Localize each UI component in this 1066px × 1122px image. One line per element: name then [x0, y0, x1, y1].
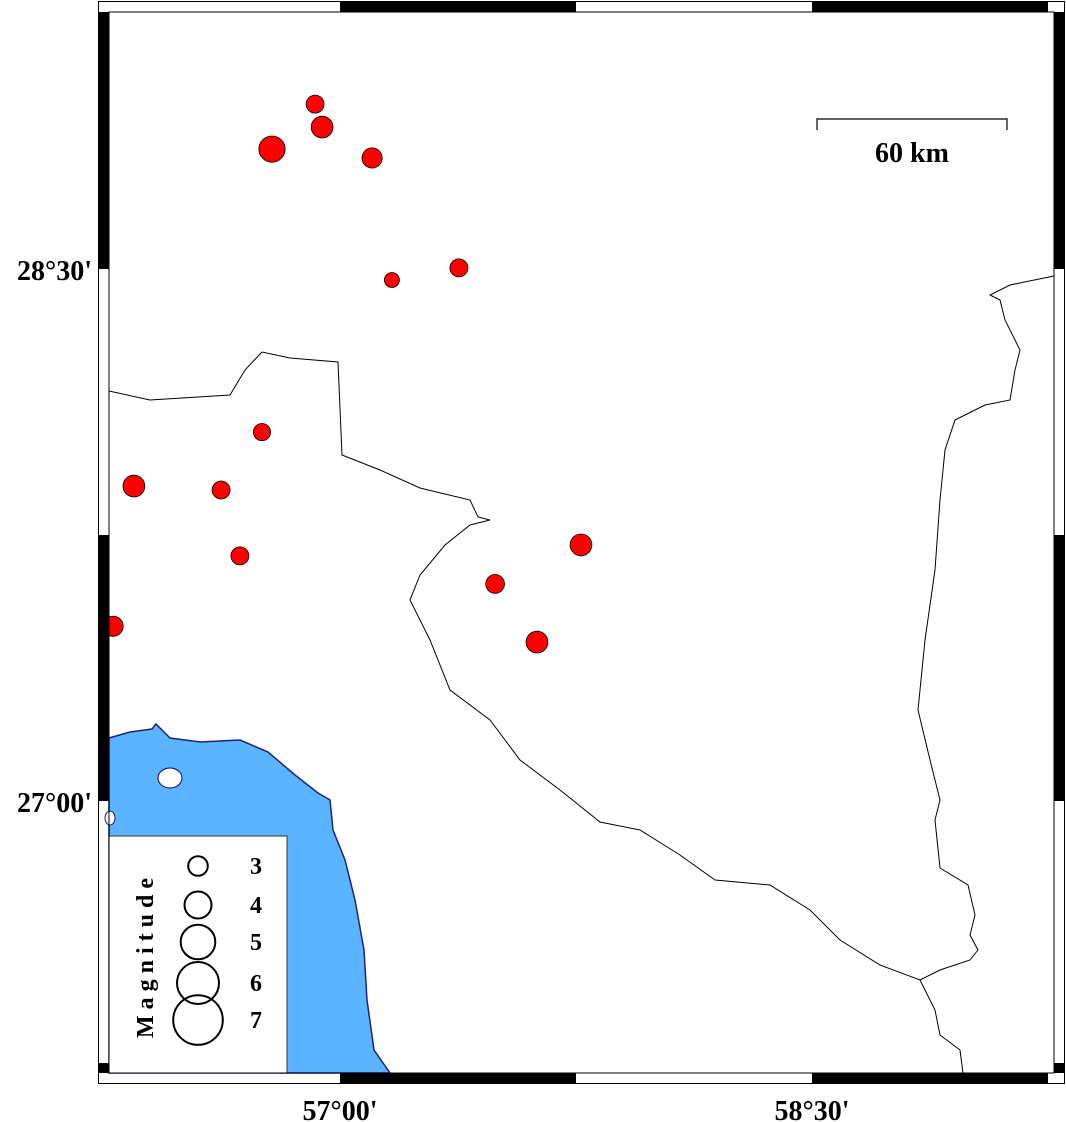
legend-label: 3 — [250, 854, 262, 880]
scale-bar: 60 km — [816, 118, 1008, 169]
earthquake-event — [211, 480, 231, 500]
earthquake-event — [361, 147, 383, 169]
lat-label-28-30: 28°30' — [17, 256, 92, 287]
earthquake-event — [122, 474, 146, 498]
lon-label-58-30: 58°30' — [775, 1096, 850, 1122]
legend-circle — [179, 923, 217, 961]
earthquake-event — [383, 272, 400, 288]
earthquake-event — [230, 546, 250, 566]
earthquake-event — [305, 94, 325, 114]
island — [157, 767, 183, 789]
legend-label: 5 — [250, 930, 262, 956]
earthquake-event — [485, 574, 505, 594]
map-frame — [98, 1, 1065, 1084]
province-border — [919, 979, 964, 1074]
earthquake-event — [310, 115, 334, 139]
legend-circle — [187, 855, 209, 877]
lon-label-57-00: 57°00' — [303, 1096, 378, 1122]
earthquake-event — [525, 630, 549, 654]
legend-label: 6 — [250, 971, 262, 997]
legend-title: Magnitude — [133, 872, 159, 1038]
earthquake-event — [449, 258, 469, 278]
legend-label: 4 — [250, 893, 262, 919]
earthquake-event — [258, 135, 286, 163]
earthquake-events — [102, 94, 593, 654]
scale-bar-label: 60 km — [875, 138, 949, 169]
earthquake-event — [252, 423, 271, 442]
legend-circle — [172, 994, 224, 1046]
island — [104, 810, 116, 826]
legend-circle — [183, 890, 213, 920]
lat-label-27-00: 27°00' — [17, 788, 92, 819]
province-border — [108, 275, 1055, 981]
legend-circle — [176, 961, 220, 1005]
earthquake-event — [569, 533, 593, 557]
legend: Magnitude 3 4 5 6 7 — [108, 835, 288, 1074]
legend-label: 7 — [250, 1008, 262, 1034]
